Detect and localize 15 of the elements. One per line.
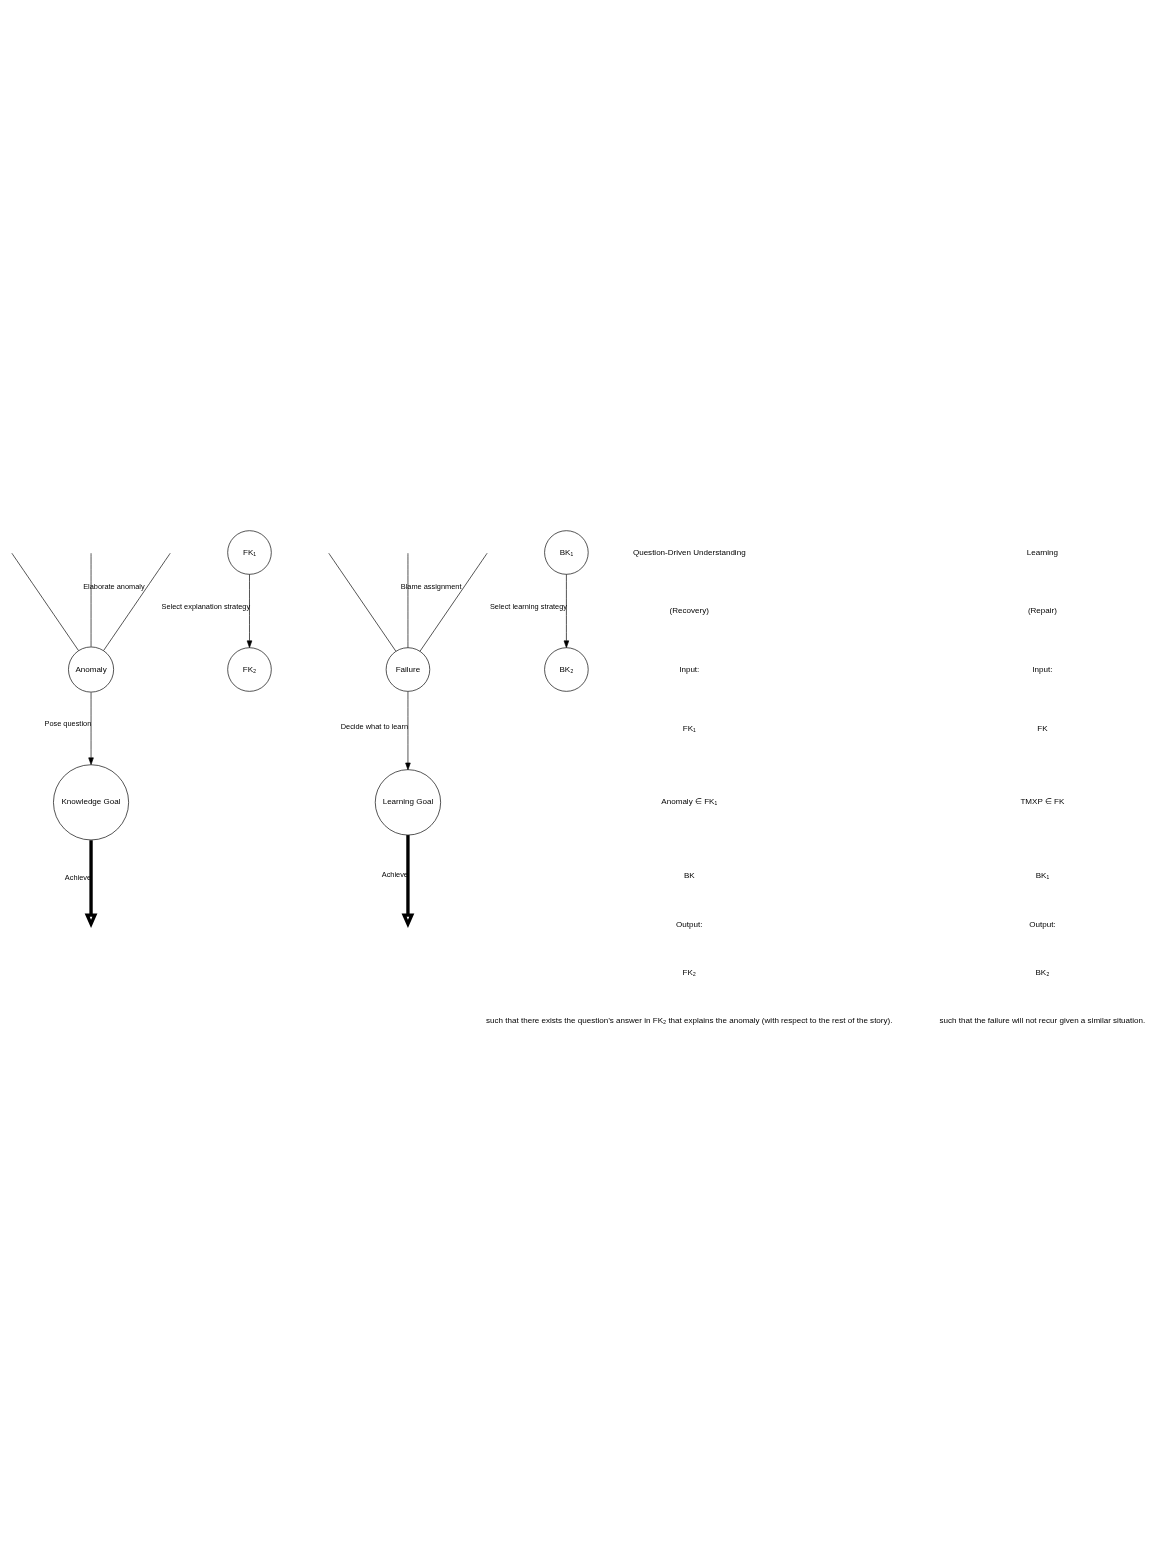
- arrow: [405, 691, 411, 771]
- edge-label: Decide what to learn: [340, 721, 408, 731]
- edge-label: Pose question: [44, 719, 92, 729]
- arrow: [84, 840, 98, 929]
- edge-label: Blame assignment: [400, 582, 462, 592]
- connector: [11, 552, 79, 651]
- arrow: [563, 574, 570, 648]
- connector: [328, 552, 397, 652]
- arrow: [88, 692, 94, 765]
- arrow: [401, 835, 415, 929]
- arrow: [246, 574, 253, 648]
- connector: [103, 552, 171, 651]
- connector: [419, 552, 488, 652]
- edge-label: Select learning strategy: [489, 601, 567, 611]
- edge-label: Elaborate anomaly: [83, 581, 145, 591]
